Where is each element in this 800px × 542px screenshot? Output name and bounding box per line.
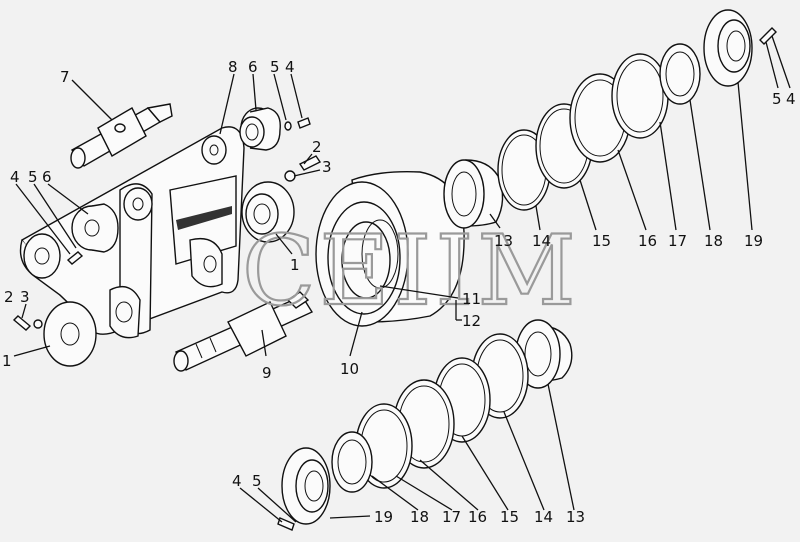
callout-9: 9 (262, 364, 272, 382)
callout-17-upper: 17 (668, 232, 687, 250)
part-18-ring-lower (331, 431, 373, 493)
callout-12: 12 (462, 312, 481, 330)
part-1-flange-middle (241, 181, 295, 243)
callout-13-lower: 13 (566, 508, 585, 526)
callout-8: 8 (228, 58, 238, 76)
part-2-bolt-middle (298, 155, 322, 171)
callout-4-top: 4 (285, 58, 295, 76)
callout-13-upper: 13 (494, 232, 513, 250)
callout-10: 10 (340, 360, 359, 378)
callout-1-middle: 1 (290, 256, 300, 274)
callout-6-left: 6 (42, 168, 52, 186)
callout-15-lower: 15 (500, 508, 519, 526)
part-1-flange-lower (43, 301, 97, 367)
watermark-text: CEIIM (242, 215, 580, 327)
callout-5-upper-right: 5 (772, 90, 782, 108)
part-4-screw-lower (277, 517, 295, 531)
callout-19-lower: 19 (374, 508, 393, 526)
part-6-bushing-left (71, 203, 119, 253)
callout-4-upper-right: 4 (786, 90, 796, 108)
part-6-bushing-top (239, 107, 281, 151)
leader-lines (13, 35, 791, 523)
callout-4-lower: 4 (232, 472, 242, 490)
part-10-drum (315, 171, 465, 327)
part-17-ring-upper (611, 53, 669, 139)
callout-2-lower: 2 (4, 288, 14, 306)
part-19-cover-upper (703, 9, 753, 87)
callout-18-lower: 18 (410, 508, 429, 526)
part-5-washer-top (284, 121, 292, 131)
callout-18-upper: 18 (704, 232, 723, 250)
callout-5-left: 5 (28, 168, 38, 186)
callout-3-middle: 3 (322, 158, 332, 176)
callout-6-top: 6 (248, 58, 258, 76)
part-8-bracket (19, 126, 245, 339)
part-4-screw-top (297, 117, 311, 129)
callout-2-middle: 2 (312, 138, 322, 156)
part-3-washer-middle (284, 170, 296, 182)
callout-14-upper: 14 (532, 232, 551, 250)
part-19-cover-lower (281, 447, 331, 525)
part-9-shaft (173, 291, 314, 372)
callout-1-lower: 1 (2, 352, 12, 370)
callout-4-left: 4 (10, 168, 20, 186)
callout-labels: 7 8 6 5 4 4 5 6 2 3 1 2 3 1 9 10 11 12 1… (2, 58, 796, 526)
callout-5-top: 5 (270, 58, 280, 76)
part-3-washer-lower (33, 319, 43, 329)
part-2-bolt-lower (12, 315, 32, 331)
callout-16-lower: 16 (468, 508, 487, 526)
callout-7: 7 (60, 68, 70, 86)
callout-16-upper: 16 (638, 232, 657, 250)
callout-5-lower: 5 (252, 472, 262, 490)
callout-19-upper: 19 (744, 232, 763, 250)
part-4-screw-upper-right (759, 27, 777, 45)
callout-17-lower: 17 (442, 508, 461, 526)
callout-11: 11 (462, 290, 481, 308)
callout-3-lower: 3 (20, 288, 30, 306)
part-18-ring-upper (659, 43, 701, 105)
callout-14-lower: 14 (534, 508, 553, 526)
part-4-screw-left (66, 251, 84, 265)
part-13-bearing-upper (443, 159, 504, 229)
callout-15-upper: 15 (592, 232, 611, 250)
part-7-pin (70, 103, 173, 169)
